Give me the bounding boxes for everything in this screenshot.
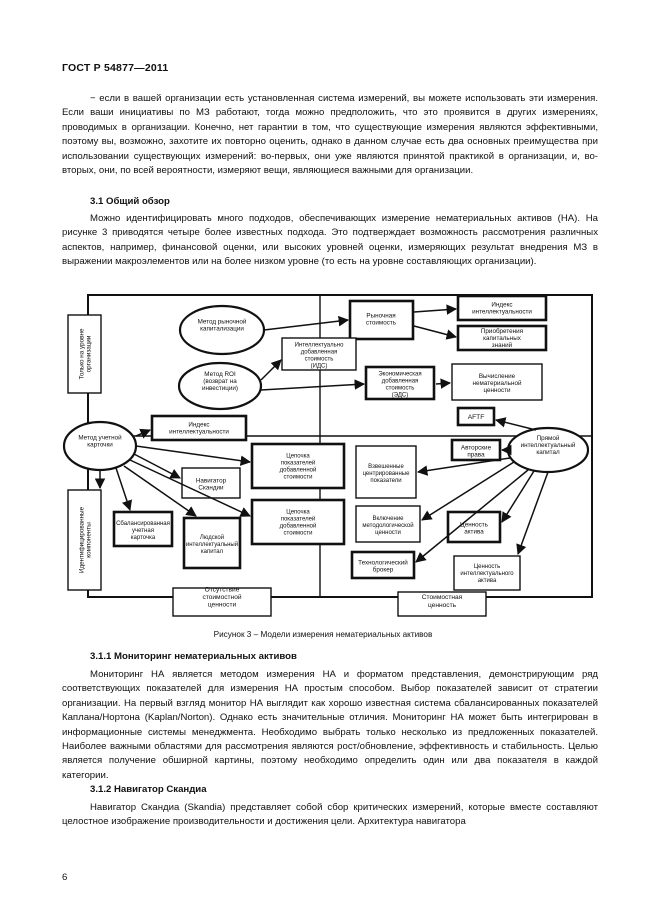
axis-box-no-value xyxy=(172,587,272,617)
box-skandia xyxy=(181,467,241,499)
box-aftf xyxy=(456,406,496,427)
connector-arrows xyxy=(94,304,549,563)
paragraph-skandia: Навигатор Скандиа (Skandia) представляет… xyxy=(62,802,598,828)
arrow-scorecard-to-index xyxy=(135,428,151,439)
paragraph-overview: Можно идентифицировать много подходов, о… xyxy=(62,213,598,268)
arrow-scorecard-to-balanced xyxy=(115,467,132,511)
arrow-direct-to-methodological xyxy=(421,461,515,521)
arrow-scorecard-to-chain1 xyxy=(135,445,252,466)
arrow-direct-to-aftf xyxy=(494,417,537,431)
arrow-scorecard-to-skandia xyxy=(133,453,181,479)
box-value-chain-2 xyxy=(250,498,346,546)
arrow-scorecard-to-chain2 xyxy=(129,459,251,517)
arrow-market-value-to-index xyxy=(413,304,458,315)
box-market-value xyxy=(348,299,415,341)
box-asset-value xyxy=(446,510,502,544)
arrow-market-value-to-capital xyxy=(413,325,458,340)
figure-caption: Рисунок 3 – Модели измерения нематериаль… xyxy=(213,630,433,639)
box-ic-index-left xyxy=(150,414,248,442)
document-header: ГОСТ Р 54877—2011 xyxy=(62,62,169,74)
box-tech-broker xyxy=(350,550,416,580)
paragraph-monitoring: Мониторинг НА является методом измерения… xyxy=(62,669,598,781)
arrow-market-cap-to-market-value xyxy=(263,315,350,331)
axis-box-components xyxy=(67,489,102,591)
figure-3-diagram: Только на уровнеорганизации Идентифициро… xyxy=(62,294,593,617)
section-3-1-title: 3.1 Общий обзор xyxy=(90,196,170,207)
arrow-eva-to-intangible xyxy=(435,378,452,389)
box-value-chain-1 xyxy=(250,442,346,490)
axis-box-value xyxy=(397,591,487,617)
ellipse-roi xyxy=(177,361,263,411)
axis-label-components: Идентифицированныекомпоненты xyxy=(78,506,92,573)
page-number: 6 xyxy=(62,872,68,883)
box-eva xyxy=(364,365,436,401)
box-weighted xyxy=(355,445,417,499)
arrow-direct-to-weighted xyxy=(416,457,511,476)
paragraph-measurements: − если в вашей организации есть установл… xyxy=(62,93,598,177)
section-3-1-1-title: 3.1.1 Мониторинг нематериальных активов xyxy=(90,651,297,662)
box-aftf-label: AFTF xyxy=(468,414,484,421)
arrow-direct-to-asset-value xyxy=(501,470,535,523)
axis-box-organization xyxy=(67,314,102,394)
box-methodological xyxy=(355,505,421,543)
box-ic-value-added xyxy=(281,337,357,371)
arrow-scorecard-to-human xyxy=(123,465,197,517)
box-ic-asset-value xyxy=(453,555,521,591)
arrow-roi-to-eva xyxy=(260,379,366,391)
section-3-1-2-title: 3.1.2 Навигатор Скандиа xyxy=(90,784,207,795)
arrow-roi-to-icva xyxy=(260,359,282,381)
box-balanced-scorecard xyxy=(112,510,174,548)
box-intangible-value xyxy=(451,363,543,401)
arrow-direct-to-ic-asset xyxy=(516,471,549,555)
box-human-ic xyxy=(182,516,242,570)
axis-label-organization: Только на уровнеорганизации xyxy=(78,328,92,379)
box-capital-gain xyxy=(456,324,548,352)
box-ic-index-right xyxy=(456,294,548,322)
box-authors-rights xyxy=(450,438,502,462)
arrow-direct-to-tech-broker xyxy=(415,469,529,563)
